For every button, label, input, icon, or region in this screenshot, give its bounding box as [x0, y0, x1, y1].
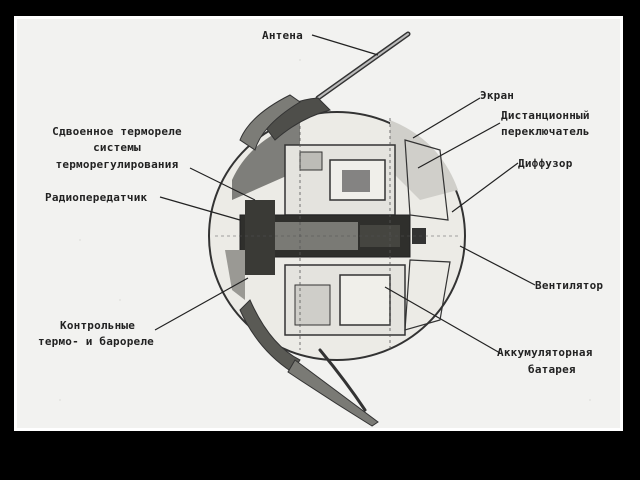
label-battery-line2: батарея: [528, 363, 576, 376]
label-radio-transmitter: Радиопередатчик: [45, 191, 148, 204]
label-remote-switch-line1: Дистанционный: [501, 109, 590, 122]
satellite-body: [208, 111, 466, 361]
label-fan: Вентилятор: [535, 279, 604, 292]
label-thermo-relay-line3: терморегулирования: [55, 158, 179, 171]
label-remote-switch-line2: переключатель: [501, 125, 590, 138]
label-antenna: Антена: [262, 29, 303, 42]
label-control-relay-line2: термо- и барореле: [38, 335, 154, 348]
label-diffuser: Диффузор: [518, 157, 573, 170]
paper-texture: [59, 59, 591, 401]
label-battery-line1: Аккумуляторная: [497, 346, 593, 359]
label-thermo-relay-line1: Сдвоенное термореле: [52, 125, 182, 138]
antenna-rods: [239, 31, 411, 427]
leader-lines: [154, 34, 536, 354]
label-thermo-relay-line2: системы: [93, 141, 141, 154]
label-control-relay-line1: Контрольные: [60, 319, 136, 332]
label-screen: Экран: [480, 89, 515, 102]
